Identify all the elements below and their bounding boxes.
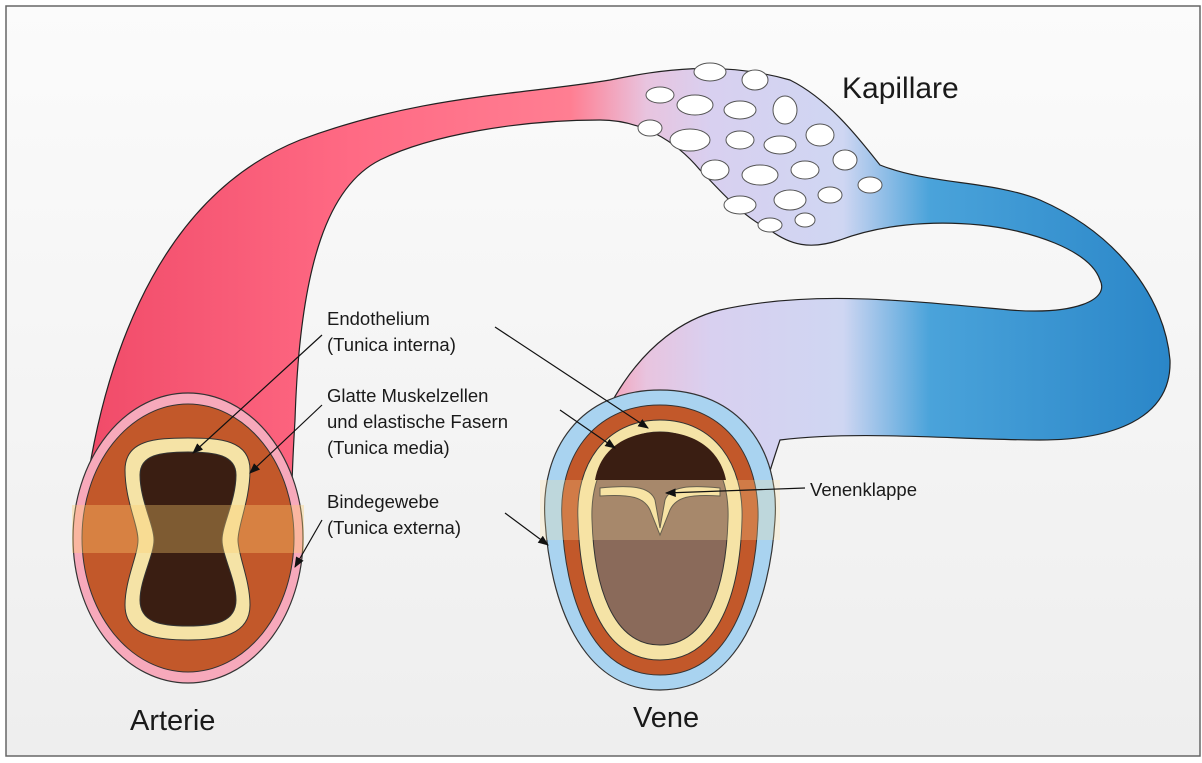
label-connective-1: Bindegewebe xyxy=(327,491,439,512)
label-artery: Arterie xyxy=(130,705,215,737)
label-vein: Vene xyxy=(633,702,699,734)
vein-highlight-band xyxy=(540,480,780,540)
label-muscle-3: (Tunica media) xyxy=(327,437,450,458)
label-valve: Venenklappe xyxy=(810,479,917,500)
artery-cross-section xyxy=(72,393,304,683)
label-muscle-2: und elastische Fasern xyxy=(327,411,508,432)
label-endothelium-2: (Tunica interna) xyxy=(327,334,456,355)
label-capillary: Kapillare xyxy=(842,72,959,105)
artery-highlight-band xyxy=(72,505,304,553)
label-muscle-1: Glatte Muskelzellen xyxy=(327,385,488,406)
label-endothelium-1: Endothelium xyxy=(327,308,430,329)
label-connective-2: (Tunica externa) xyxy=(327,517,461,538)
